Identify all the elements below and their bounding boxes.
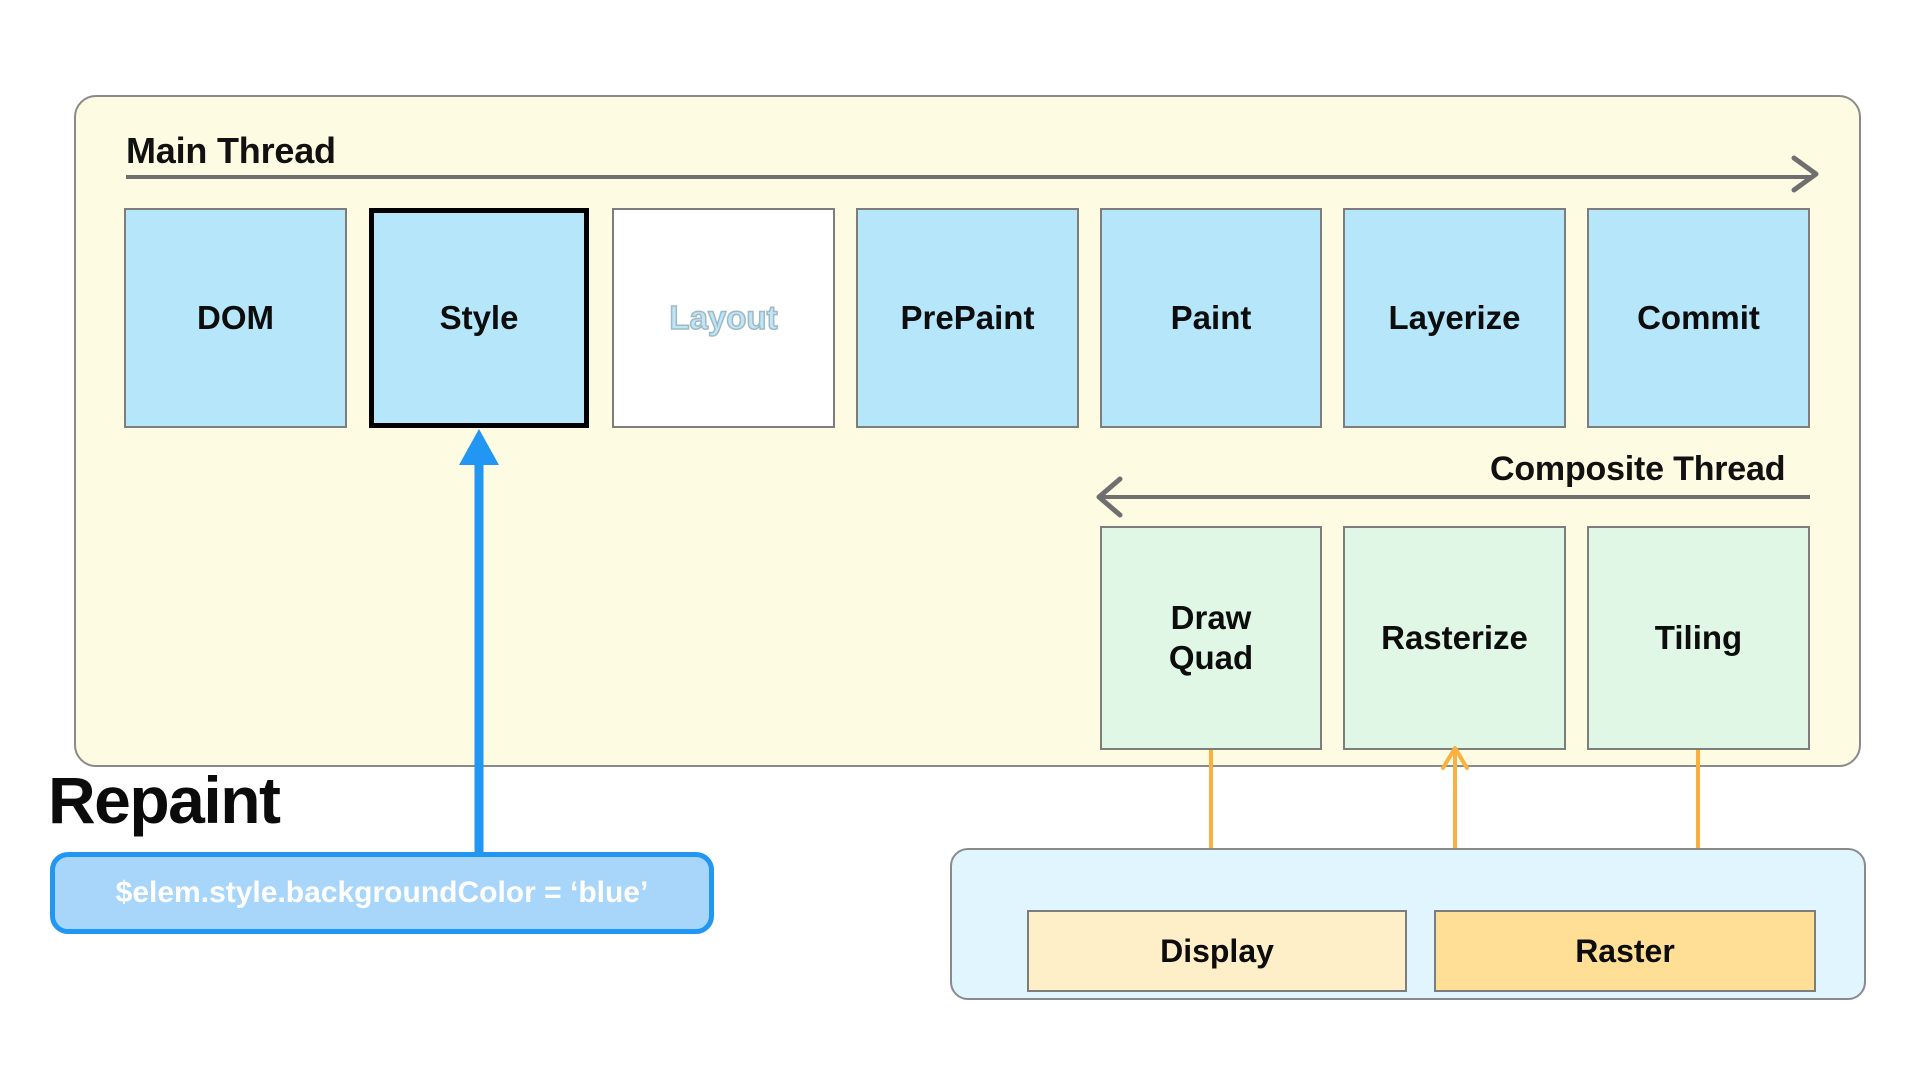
stage-box-dom[interactable]: DOM — [124, 208, 347, 428]
main-thread-axis — [126, 175, 1810, 179]
stage-box-prepaint[interactable]: PrePaint — [856, 208, 1079, 428]
stage-label: Commit — [1637, 299, 1760, 337]
stage-box-commit[interactable]: Commit — [1587, 208, 1810, 428]
stage-box-draw-quad[interactable]: Draw Quad — [1100, 526, 1322, 750]
stage-label: Tiling — [1654, 619, 1743, 657]
stage-label: Paint — [1170, 299, 1252, 337]
stage-label: Layerize — [1388, 299, 1521, 337]
composite-thread-axis-arrow-icon — [1096, 476, 1123, 518]
code-snippet-pill[interactable]: $elem.style.backgroundColor = ‘blue’ — [50, 852, 714, 934]
main-thread-label: Main Thread — [126, 130, 336, 171]
composite-thread-axis — [1100, 495, 1810, 499]
stage-label-line1: Draw — [1170, 599, 1252, 637]
stage-label: Style — [439, 299, 519, 337]
code-snippet-text: $elem.style.backgroundColor = ‘blue’ — [115, 876, 649, 909]
stage-label: Rasterize — [1381, 619, 1528, 657]
stage-box-paint[interactable]: Paint — [1100, 208, 1322, 428]
stage-box-layout[interactable]: Layout — [612, 208, 835, 428]
stage-label: Layout — [669, 298, 779, 337]
stage-box-layerize[interactable]: Layerize — [1343, 208, 1566, 428]
gpu-box-label: Display — [1160, 932, 1274, 969]
stage-label-line2: Quad — [1168, 639, 1254, 676]
stage-label: DOM — [197, 299, 274, 337]
gpu-box-raster[interactable]: Raster — [1434, 910, 1816, 992]
stage-box-style[interactable]: Style — [369, 208, 589, 428]
composite-thread-label: Composite Thread — [1490, 450, 1786, 488]
gpu-box-display[interactable]: Display — [1027, 910, 1407, 992]
stage-box-rasterize[interactable]: Rasterize — [1343, 526, 1566, 750]
main-thread-axis-arrow-icon — [1791, 155, 1819, 193]
page-title: Repaint — [48, 763, 281, 837]
stage-box-tiling[interactable]: Tiling — [1587, 526, 1810, 750]
connector-code-to-style — [459, 429, 499, 865]
gpu-box-label: Raster — [1575, 932, 1675, 969]
stage-label: PrePaint — [900, 299, 1035, 337]
